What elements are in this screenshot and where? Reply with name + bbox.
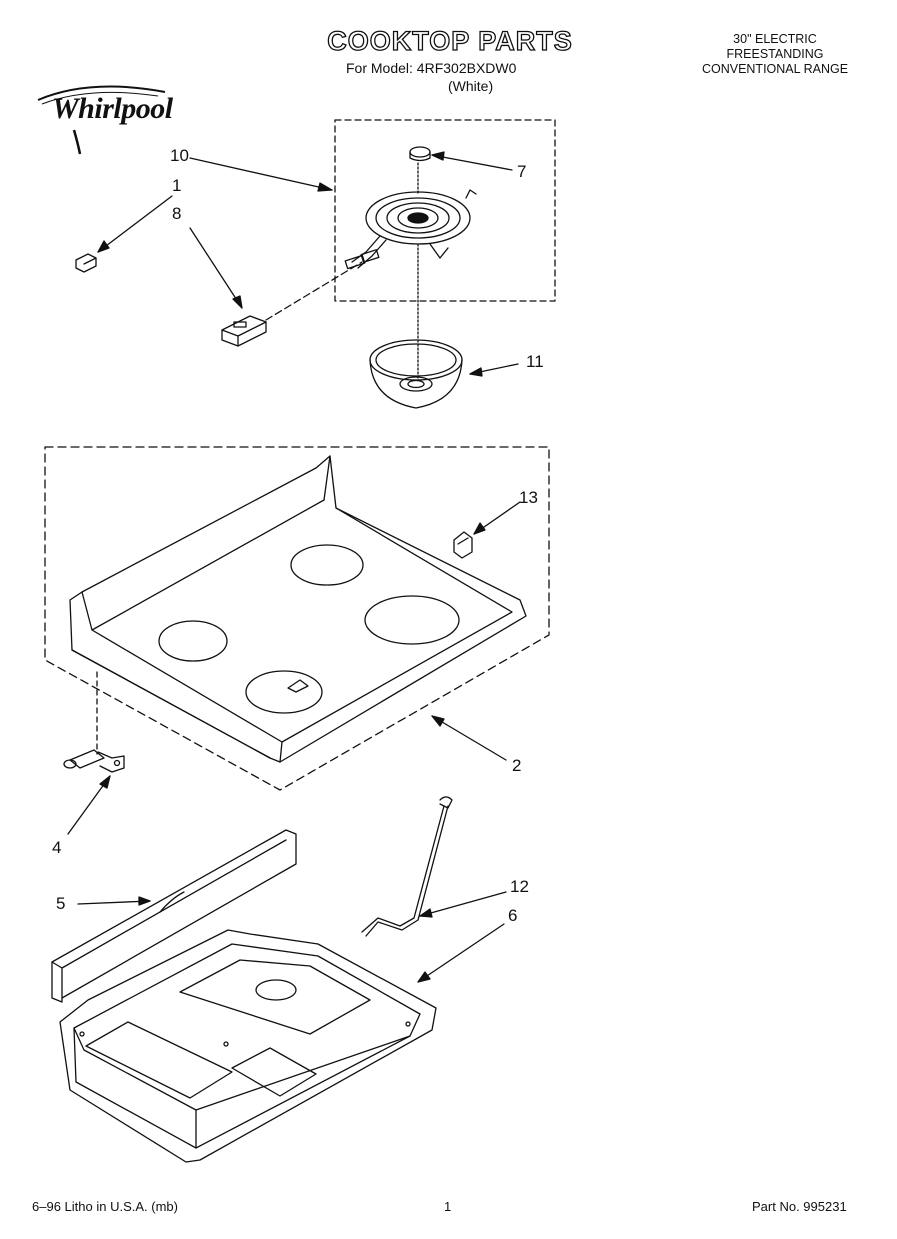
callout-4: 4 xyxy=(52,838,62,857)
callout-5: 5 xyxy=(56,894,66,913)
front-trim-part-5 xyxy=(51,829,297,1003)
surface-element-group-box xyxy=(334,119,556,302)
page-title: COOKTOP PARTS xyxy=(327,25,573,56)
callout-12: 12 xyxy=(510,877,529,896)
brand-logo: Whirlpool xyxy=(30,82,200,158)
model-number: For Model: 4RF302BXDW0 xyxy=(346,60,517,76)
page-number: 1 xyxy=(444,1199,452,1214)
callout-8: 8 xyxy=(172,204,182,223)
callout-7: 7 xyxy=(517,162,527,181)
product-line-2: FREESTANDING xyxy=(726,47,824,61)
callout-13: 13 xyxy=(519,488,538,507)
print-info: 6–96 Litho in U.S.A. (mb) xyxy=(32,1199,178,1214)
callout-2: 2 xyxy=(512,756,522,775)
product-description: 30" ELECTRIC FREESTANDING CONVENTIONAL R… xyxy=(680,32,870,77)
cooktop-part-2 xyxy=(69,455,527,763)
burner-box-part-6 xyxy=(59,929,437,1163)
callout-10: 10 xyxy=(170,146,189,165)
surface-element-part-10 xyxy=(344,189,477,270)
color-variant: (White) xyxy=(448,78,494,94)
support-rod-part-12 xyxy=(361,796,453,937)
brand-name: Whirlpool xyxy=(52,92,173,125)
part-number: Part No. 995231 xyxy=(752,1199,847,1214)
cooktop-group-box xyxy=(44,446,550,791)
terminal-block-part-1 xyxy=(75,253,97,273)
callout-6: 6 xyxy=(508,906,518,925)
element-cap-part-7 xyxy=(409,146,431,162)
callout-1: 1 xyxy=(172,176,182,195)
clip-part-13 xyxy=(453,531,473,559)
logo-swoosh xyxy=(37,85,166,155)
product-line-3: CONVENTIONAL RANGE xyxy=(701,62,849,76)
drip-bowl-part-11 xyxy=(369,339,463,409)
receptacle-part-8 xyxy=(221,315,267,347)
product-line-1: 30" ELECTRIC xyxy=(733,32,817,46)
leader-lines xyxy=(67,151,521,983)
callout-11: 11 xyxy=(526,352,544,371)
bracket-part-4 xyxy=(63,749,125,773)
